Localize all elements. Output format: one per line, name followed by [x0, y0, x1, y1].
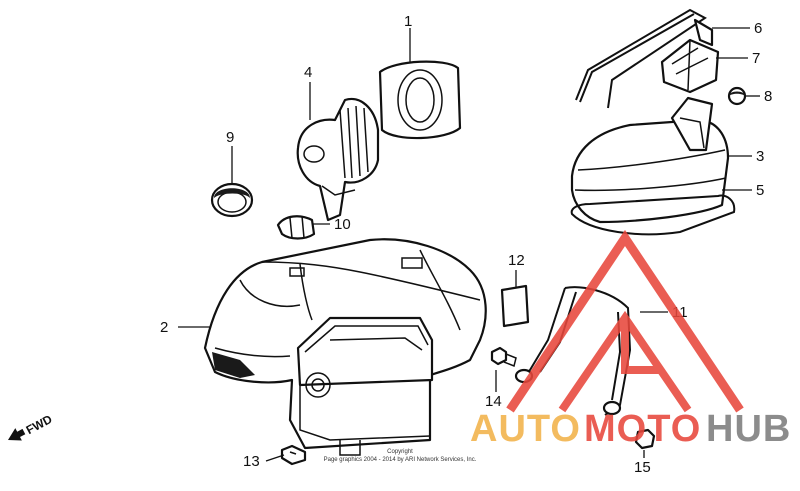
watermark-text-moto: MOTO — [584, 408, 701, 450]
callout-15: 15 — [634, 459, 651, 476]
watermark-text-hub: HUB — [706, 408, 791, 450]
callout-12: 12 — [508, 252, 525, 269]
callout-5: 5 — [756, 182, 764, 199]
callout-labels: 1 2 3 4 5 6 7 8 9 10 11 12 13 14 15 — [160, 13, 772, 476]
part-2-air-cleaner-case[interactable] — [203, 238, 487, 456]
part-5-gasket[interactable] — [570, 194, 736, 236]
part-6-wire-clip[interactable] — [575, 8, 714, 109]
watermark-inner-m-icon — [558, 310, 692, 413]
watermark-text-auto: AUTO — [470, 408, 581, 450]
callout-1: 1 — [404, 13, 412, 30]
part-10-clamp[interactable] — [276, 215, 316, 240]
callout-3: 3 — [756, 148, 764, 165]
part-15-bolt[interactable] — [634, 428, 656, 450]
copyright-line-2: Page graphics 2004 - 2014 by ARI Network… — [324, 457, 477, 463]
part-8-rubber-cap[interactable] — [727, 86, 747, 106]
automotohub-watermark: AUTO MOTO HUB — [470, 229, 791, 450]
callout-7: 7 — [752, 50, 760, 67]
part-9-grommet[interactable] — [210, 182, 254, 218]
callout-4: 4 — [304, 64, 312, 81]
part-3-cover[interactable] — [570, 96, 730, 224]
callout-10: 10 — [334, 216, 351, 233]
copyright: Copyright Page graphics 2004 - 2014 by A… — [324, 449, 477, 463]
fwd-label: FWD — [24, 412, 55, 437]
part-1-filter-element[interactable] — [378, 60, 462, 140]
part-14-bolt[interactable] — [490, 346, 517, 368]
callout-9: 9 — [226, 129, 234, 146]
part-13-bolt[interactable] — [280, 444, 307, 466]
fwd-arrow-icon — [8, 428, 26, 441]
callout-2: 2 — [160, 319, 168, 336]
leader-lines — [178, 27, 760, 462]
fwd-indicator: FWD — [8, 412, 55, 441]
part-4-filter-holder[interactable] — [296, 97, 380, 222]
part-7-cap[interactable] — [660, 38, 720, 94]
copyright-line-1: Copyright — [387, 449, 413, 455]
watermark-triangle-icon — [506, 229, 744, 413]
part-12-label[interactable] — [500, 284, 530, 328]
callout-8: 8 — [764, 88, 772, 105]
callout-13: 13 — [243, 453, 260, 470]
callout-6: 6 — [754, 20, 762, 37]
callout-14: 14 — [485, 393, 502, 410]
